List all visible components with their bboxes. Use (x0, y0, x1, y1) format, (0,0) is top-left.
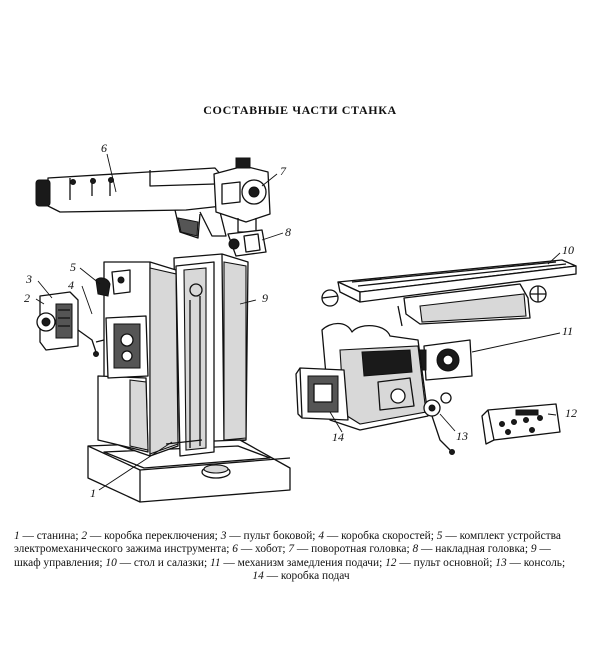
clamp-device-part (95, 269, 131, 297)
legend-text: электромеханического зажима инструмента; (14, 543, 233, 556)
parts-legend: 1 — станина; 2 — коробка переключения; 3… (14, 530, 588, 584)
label-4: 4 (68, 278, 74, 292)
knee-console-part (321, 322, 455, 455)
legend-text: — (536, 543, 551, 556)
swivel-head-part (213, 157, 271, 233)
legend-num: 7 (288, 543, 295, 556)
legend-line-4: 14 — коробка подач (14, 570, 588, 583)
legend-num: 1 (14, 530, 20, 542)
legend-num: 5 (436, 530, 443, 542)
legend-num: 2 (81, 530, 88, 542)
label-10: 10 (562, 243, 574, 257)
leader-lines (35, 153, 561, 491)
legend-text: — стол и салазки; (116, 556, 210, 569)
legend-line-2: электромеханического зажима инструмента;… (14, 543, 588, 556)
legend-num: 13 (495, 556, 507, 569)
legend-text: — коробка скоростей; (324, 530, 437, 542)
legend-num: 8 (412, 543, 419, 556)
legend-num: 10 (105, 556, 117, 569)
legend-line-3: шкаф управления; 10 — стол и салазки; 11… (14, 557, 588, 570)
legend-text: — коробка подач (263, 570, 350, 583)
legend-text: — пульт основной; (396, 556, 496, 569)
legend-text: — консоль; (506, 556, 566, 569)
legend-text: — механизм замедления подачи; (220, 556, 386, 569)
legend-num: 3 (220, 530, 227, 542)
label-12: 12 (565, 406, 577, 420)
overarm-part (35, 167, 227, 239)
diagram-title: СОСТАВНЫЕ ЧАСТИ СТАНКА (203, 103, 397, 117)
legend-text: — пульт боковой; (226, 530, 319, 542)
side-pendant-part (36, 291, 99, 357)
feed-slowdown-part (417, 339, 473, 381)
legend-num: 14 (252, 570, 264, 583)
legend-text: — накладная головка; (418, 543, 531, 556)
speed-gearbox-part (95, 315, 149, 379)
legend-num: 11 (210, 556, 221, 569)
legend-text: — хобот; (237, 543, 289, 556)
overhead-head-part (227, 229, 267, 257)
legend-text: шкаф управления; (14, 556, 106, 569)
legend-line-1: 1 — станина; 2 — коробка переключения; 3… (14, 530, 588, 543)
label-8: 8 (285, 225, 291, 239)
label-14: 14 (332, 430, 344, 444)
label-5: 5 (70, 260, 76, 274)
label-7: 7 (280, 164, 287, 178)
feed-gearbox-part (295, 367, 349, 421)
label-3: 3 (25, 272, 32, 286)
legend-text: — коробка переключения; (87, 530, 221, 542)
label-2: 2 (24, 291, 30, 305)
label-9: 9 (262, 291, 268, 305)
legend-num: 9 (530, 543, 537, 556)
table-saddle-part (321, 259, 577, 327)
column-bed-part (87, 261, 291, 503)
label-13: 13 (456, 429, 468, 443)
machine-parts-illustration: 1 2 3 4 5 6 7 8 9 10 11 12 13 14 (24, 141, 577, 503)
legend-text: — поворотная головка; (294, 543, 413, 556)
label-6: 6 (101, 141, 107, 155)
label-11: 11 (562, 324, 573, 338)
label-1: 1 (90, 486, 96, 500)
legend-text: — комплект устройства (442, 530, 561, 542)
legend-num: 6 (232, 543, 238, 556)
legend-num: 4 (318, 530, 325, 542)
legend-text: — станина; (19, 530, 82, 542)
legend-num: 12 (385, 556, 397, 569)
main-pendant-part (481, 403, 561, 445)
